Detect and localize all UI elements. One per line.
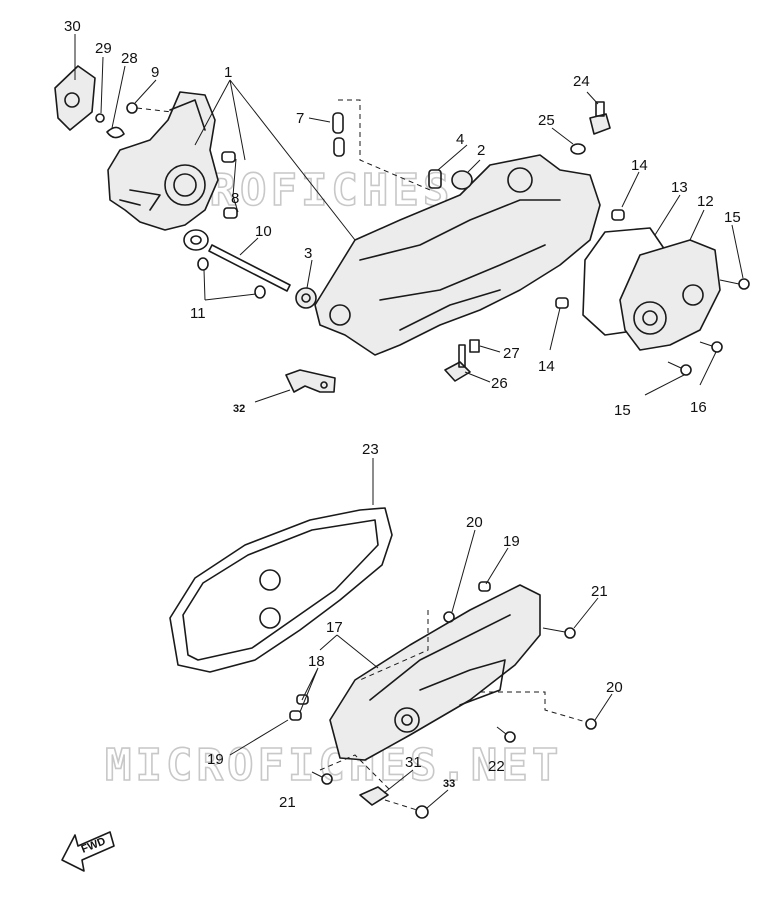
- callout-31: 31: [405, 754, 422, 771]
- callout-21-left: 21: [279, 794, 296, 811]
- callout-19-left: 19: [207, 751, 224, 768]
- callout-28: 28: [121, 50, 138, 67]
- pins-7: [332, 99, 431, 191]
- bolt-16: [699, 341, 723, 353]
- bolt-15-top: [719, 278, 750, 290]
- pin-27: [469, 339, 480, 353]
- callout-23: 23: [362, 441, 379, 458]
- bolt-21-left: [311, 771, 333, 785]
- callout-11: 11: [190, 305, 206, 322]
- callout-15-top: 15: [724, 209, 741, 226]
- callout-17: 17: [326, 619, 343, 636]
- fwd-label: FWD: [80, 835, 108, 856]
- bolt-26: [444, 344, 471, 382]
- callout-3: 3: [304, 245, 312, 262]
- callout-27: 27: [503, 345, 520, 362]
- callout-33: 33: [443, 778, 455, 790]
- dowel-14-bottom: [555, 297, 569, 309]
- callout-12: 12: [697, 193, 714, 210]
- clip-31: [359, 786, 389, 806]
- callout-14-bottom: 14: [538, 358, 555, 375]
- bearing-3: [295, 287, 317, 309]
- crankcase-main: [314, 154, 601, 356]
- bearing-left: [183, 229, 209, 251]
- dowels-8: [221, 151, 238, 219]
- leader-lines: [74, 34, 744, 809]
- crankcase-left-half: [107, 91, 219, 231]
- callout-8: 8: [231, 190, 239, 207]
- callout-10: 10: [255, 223, 272, 240]
- crankcase-cover-17: [329, 584, 541, 761]
- callout-18: 18: [308, 653, 325, 670]
- callout-21-right: 21: [591, 583, 608, 600]
- bolt-15-bottom: [667, 361, 692, 376]
- callout-9: 9: [151, 64, 159, 81]
- callout-labels: 30 29 28 9 1 7 4 2 24 25 14 13 12 15 8 1…: [64, 18, 741, 811]
- bolt-22: [496, 726, 516, 743]
- bracket-32: [285, 369, 336, 393]
- dowel-19-top: [478, 581, 491, 592]
- callout-20-right: 20: [606, 679, 623, 696]
- o-rings-11: [197, 257, 266, 299]
- bolt-9: [126, 102, 173, 114]
- callout-7: 7: [296, 110, 304, 127]
- screw-29: [95, 113, 105, 123]
- bolt-20-right: [480, 691, 597, 730]
- callout-2: 2: [477, 142, 485, 159]
- callout-16: 16: [690, 399, 707, 416]
- washer-25: [570, 143, 586, 155]
- callout-26: 26: [491, 375, 508, 392]
- drain-plug-24: [589, 101, 611, 135]
- callout-20-top: 20: [466, 514, 483, 531]
- callout-29: 29: [95, 40, 112, 57]
- shaft-10: [208, 244, 291, 292]
- callout-24: 24: [573, 73, 590, 90]
- callout-19-top: 19: [503, 533, 520, 550]
- callout-15-bottom: 15: [614, 402, 631, 419]
- callout-13: 13: [671, 179, 688, 196]
- cover-12: [619, 239, 721, 351]
- callout-32: 32: [233, 403, 245, 415]
- dowels-18: [289, 694, 309, 721]
- seal-2: [451, 170, 473, 190]
- callout-30: 30: [64, 18, 81, 35]
- washer-33: [384, 799, 429, 819]
- bolt-21-right: [542, 627, 576, 639]
- plate-30: [54, 65, 96, 131]
- callout-25: 25: [538, 112, 555, 129]
- callout-22: 22: [488, 758, 505, 775]
- pin-4: [428, 169, 442, 189]
- fwd-arrow-icon: FWD: [61, 831, 115, 872]
- clip-28: [106, 126, 125, 139]
- callout-1: 1: [224, 64, 232, 81]
- callout-14-top: 14: [631, 157, 648, 174]
- bolt-20-top: [443, 611, 455, 623]
- dowel-14-top: [611, 209, 625, 221]
- callout-4: 4: [456, 131, 464, 148]
- gasket-23: [169, 507, 393, 673]
